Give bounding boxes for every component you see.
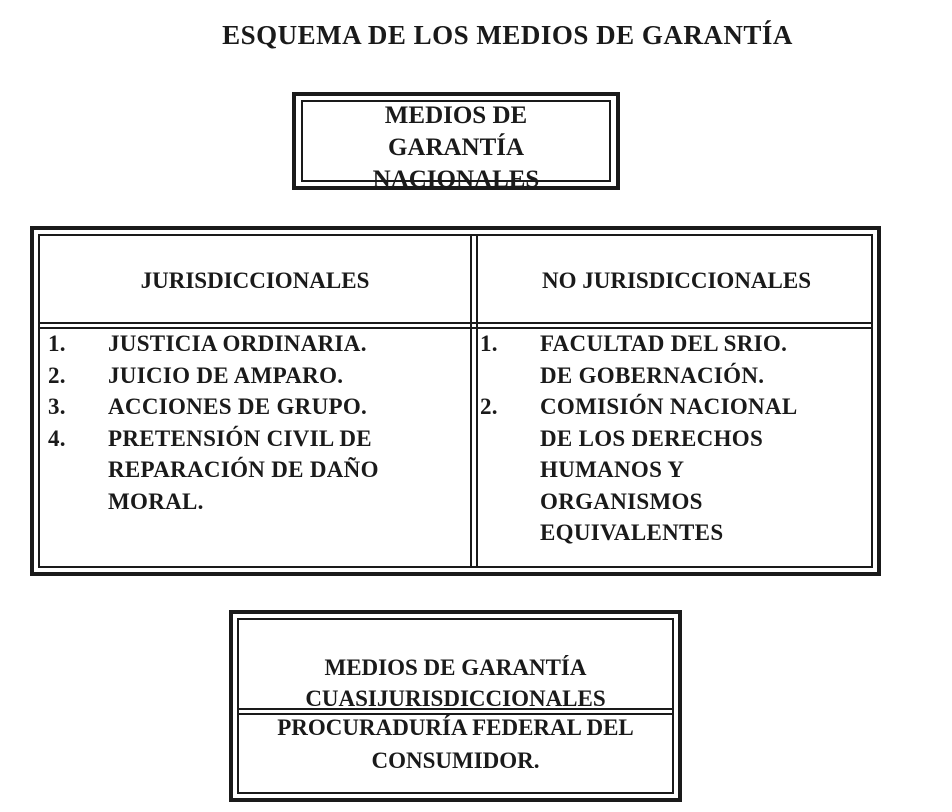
- list-item-number: 1.: [48, 331, 66, 356]
- list-item-text: HUMANOS Y: [540, 457, 685, 482]
- quasi-jurisdictional-heading-line: CUASIJURISDICCIONALES: [305, 686, 606, 711]
- national-guarantees-label: MEDIOS DE GARANTÍA NACIONALES: [296, 100, 616, 196]
- list-item: 2. JUICIO DE AMPARO.: [48, 360, 463, 392]
- list-item-number: 3.: [48, 394, 66, 419]
- list-item-text: EQUIVALENTES: [540, 520, 724, 545]
- jurisdictional-heading: JURISDICCIONALES: [140, 268, 370, 293]
- non-jurisdictional-list: 1. FACULTAD DEL SRIO. DE GOBERNACIÓN. 2.…: [480, 328, 875, 549]
- national-guarantees-line: NACIONALES: [372, 166, 540, 193]
- list-item-text: DE GOBERNACIÓN.: [540, 362, 765, 388]
- quasi-jurisdictional-body: PROCURADURÍA FEDERAL DEL CONSUMIDOR.: [239, 711, 672, 777]
- list-item-text: ACCIONES DE GRUPO.: [108, 394, 368, 419]
- national-guarantees-box: MEDIOS DE GARANTÍA NACIONALES: [292, 92, 620, 193]
- list-item-text: DE LOS DERECHOS: [540, 425, 764, 451]
- list-item-text: REPARACIÓN DE DAÑO: [108, 457, 379, 482]
- list-item: 4. PRETENSIÓN CIVIL DE REPARACIÓN DE DAÑ…: [48, 423, 463, 518]
- quasi-jurisdictional-inner-frame: MEDIOS DE GARANTÍA CUASIJURISDICCIONALES…: [237, 618, 674, 794]
- list-item-text: PRETENSIÓN CIVIL DE: [108, 425, 372, 451]
- quasi-jurisdictional-box: MEDIOS DE GARANTÍA CUASIJURISDICCIONALES…: [229, 610, 682, 802]
- list-item-text: ORGANISMOS: [540, 488, 703, 514]
- list-item-number: 2.: [480, 394, 498, 419]
- list-item-number: 1.: [480, 331, 498, 356]
- national-guarantees-inner-frame: [301, 100, 611, 182]
- classification-table-inner-frame: JURISDICCIONALES NO JURISDICCIONALES 1. …: [38, 234, 873, 568]
- page-title: ESQUEMA DE LOS MEDIOS DE GARANTÍA: [222, 20, 793, 50]
- quasi-jurisdictional-body-line: PROCURADURÍA FEDERAL DEL: [277, 715, 634, 740]
- quasi-jurisdictional-body-line: CONSUMIDOR.: [371, 748, 540, 773]
- quasi-jurisdictional-heading-line: MEDIOS DE GARANTÍA: [324, 655, 587, 680]
- classification-table: JURISDICCIONALES NO JURISDICCIONALES 1. …: [30, 226, 881, 576]
- list-item: 1. FACULTAD DEL SRIO. DE GOBERNACIÓN.: [480, 328, 875, 391]
- list-item-text: JUICIO DE AMPARO.: [108, 362, 344, 388]
- header-divider: [40, 322, 871, 329]
- non-jurisdictional-heading: NO JURISDICCIONALES: [541, 268, 812, 293]
- list-item: 2. COMISIÓN NACIONAL DE LOS DERECHOS HUM…: [480, 391, 875, 549]
- list-item-number: 2.: [48, 362, 66, 388]
- list-item-text: JUSTICIA ORDINARIA.: [108, 331, 367, 356]
- list-item: 3. ACCIONES DE GRUPO.: [48, 391, 463, 423]
- list-item-number: 4.: [48, 425, 66, 451]
- column-divider: [470, 236, 478, 566]
- list-item-text: MORAL.: [108, 488, 204, 514]
- jurisdictional-list: 1. JUSTICIA ORDINARIA. 2. JUICIO DE AMPA…: [48, 328, 463, 517]
- quasi-jurisdictional-heading: MEDIOS DE GARANTÍA CUASIJURISDICCIONALES: [239, 652, 672, 714]
- quasi-jurisdictional-divider: [239, 708, 672, 715]
- national-guarantees-line: MEDIOS DE: [384, 102, 528, 129]
- list-item: 1. JUSTICIA ORDINARIA.: [48, 328, 463, 360]
- national-guarantees-line: GARANTÍA: [387, 134, 525, 161]
- list-item-text: COMISIÓN NACIONAL: [540, 394, 798, 419]
- list-item-text: FACULTAD DEL SRIO.: [540, 331, 788, 356]
